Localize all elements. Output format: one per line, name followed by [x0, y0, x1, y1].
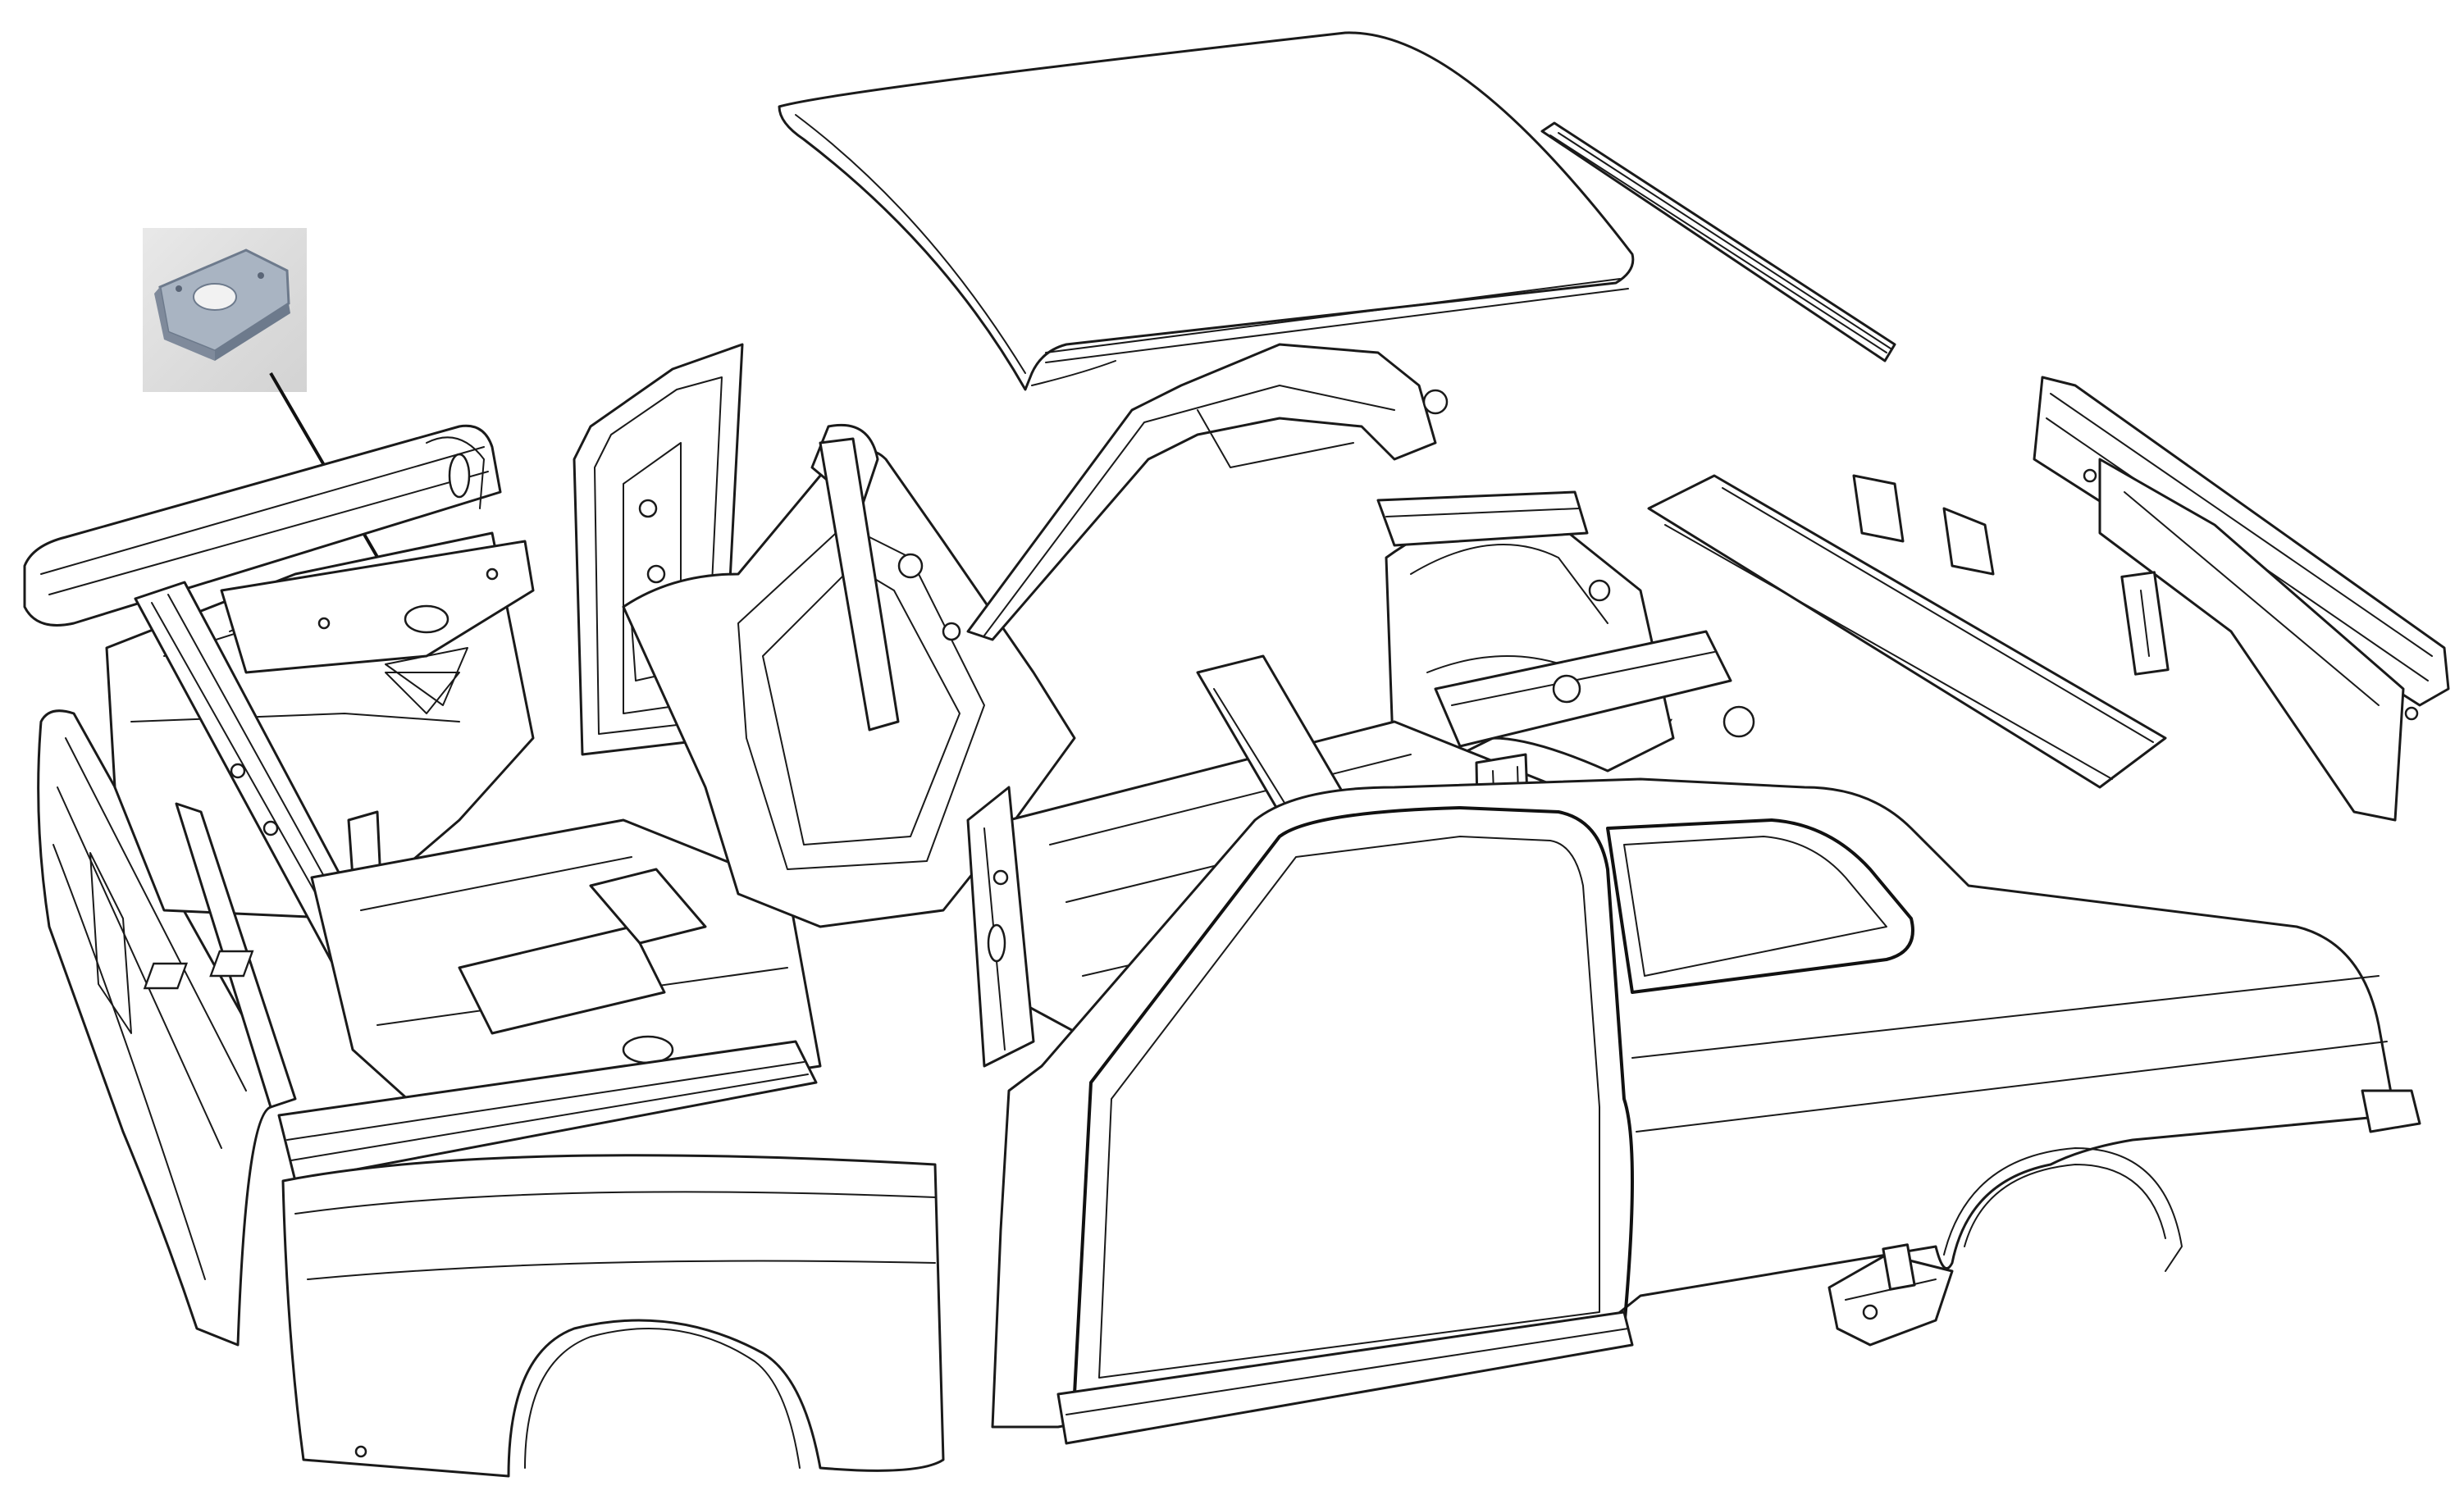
seat-mount-bracket: [143, 925, 666, 1035]
right-body-side-panel[interactable]: [991, 777, 2397, 1429]
front-left-sill[interactable]: [277, 1040, 818, 1183]
inner-bulkhead-plate[interactable]: [220, 540, 535, 714]
roof-drip-rail[interactable]: [1540, 121, 1896, 362]
front-outer-wing[interactable]: [281, 1154, 945, 1478]
front-radiator-panel[interactable]: [23, 424, 502, 627]
roof-side-rail[interactable]: [966, 343, 1449, 641]
rear-valance-panel[interactable]: [2033, 376, 2450, 822]
part-photo-thumbnail[interactable]: [143, 228, 307, 392]
rear-parcel-shelf[interactable]: [1376, 490, 1755, 748]
left-a-pillar[interactable]: [810, 423, 900, 732]
roof-panel[interactable]: [778, 31, 1635, 391]
right-sill-rocker[interactable]: [1056, 1310, 1634, 1445]
front-pillar-outer[interactable]: [966, 786, 1035, 1068]
rear-towing-bracket[interactable]: [1827, 1089, 2421, 1347]
